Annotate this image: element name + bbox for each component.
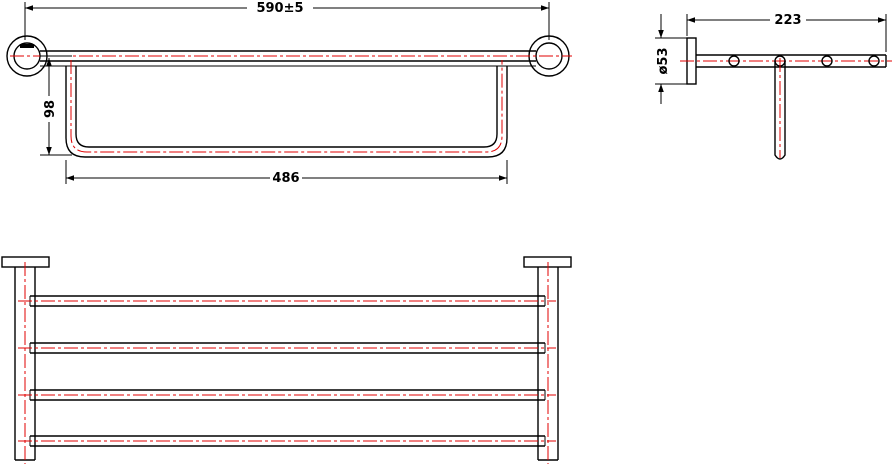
flange-diameter-label: ø53 xyxy=(656,47,671,74)
plan-view xyxy=(1,256,572,464)
plan-bar-2 xyxy=(18,342,556,354)
plan-bar-1 xyxy=(18,295,556,307)
plan-right-bracket xyxy=(523,256,572,464)
dimension-overall-width: 590±5 xyxy=(24,1,550,40)
side-view xyxy=(680,37,892,160)
dimension-bar-length: 486 xyxy=(65,160,508,186)
dimension-drop-height: 98 xyxy=(40,55,72,156)
hanging-bar xyxy=(65,60,508,158)
bar-length-label: 486 xyxy=(272,171,299,186)
projection-label: 223 xyxy=(774,13,801,28)
top-bar xyxy=(10,50,572,67)
drop-height-label: 98 xyxy=(43,100,58,118)
plan-bar-4 xyxy=(18,435,556,447)
overall-width-label: 590±5 xyxy=(256,1,303,16)
dimension-flange-diameter: ø53 xyxy=(655,14,690,104)
dimension-projection: 223 xyxy=(686,13,887,52)
front-view xyxy=(6,35,572,158)
plan-bar-3 xyxy=(18,389,556,401)
plan-left-bracket xyxy=(1,256,50,464)
side-hanging-arm xyxy=(774,61,786,160)
